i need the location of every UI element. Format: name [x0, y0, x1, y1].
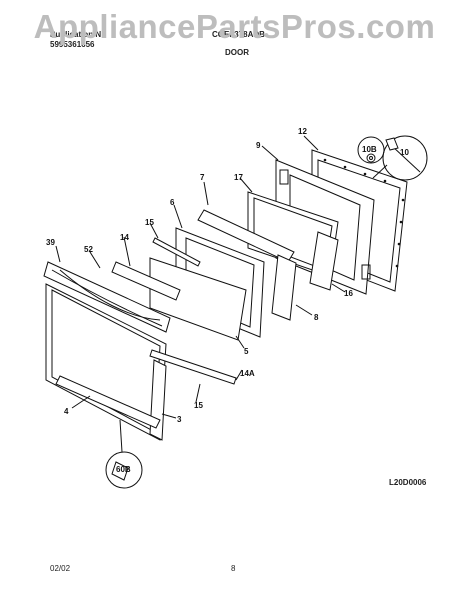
- callout-17: 17: [234, 173, 243, 182]
- model-number: CGEF378ADB: [212, 30, 265, 39]
- section-title: DOOR: [225, 48, 249, 57]
- door-gasket-top: [152, 237, 201, 267]
- callout-14: 14: [120, 233, 129, 242]
- watermark: AppliancePartsPros.com: [33, 8, 436, 45]
- lower-strip: [149, 349, 237, 385]
- publication-number: 5995361656: [50, 40, 95, 49]
- insulation-pad: [197, 209, 297, 321]
- callout-6: 6: [170, 198, 175, 207]
- callout-15-top: 15: [145, 218, 154, 227]
- callout-10B: 10B: [362, 145, 377, 154]
- publication-label: Publication N: [50, 30, 102, 39]
- callout-9: 9: [256, 141, 261, 150]
- callout-14A: 14A: [240, 369, 255, 378]
- washer: [357, 136, 385, 164]
- callout-3: 3: [177, 415, 182, 424]
- callout-8: 8: [314, 313, 319, 322]
- door-handle: [43, 261, 171, 333]
- callout-4: 4: [64, 407, 69, 416]
- diagram-code: L20D0006: [389, 478, 427, 487]
- footer-date: 02/02: [50, 564, 71, 573]
- callout-60B: 60B: [116, 465, 131, 474]
- screw-60B: [105, 419, 143, 489]
- door-baffle: [111, 261, 181, 301]
- leader-lines: [55, 135, 346, 419]
- callout-5: 5: [244, 347, 249, 356]
- bottom-trim: [55, 375, 161, 429]
- door-screw: [372, 135, 428, 181]
- callout-52: 52: [84, 245, 93, 254]
- inner-glass: [149, 257, 247, 341]
- callout-12: 12: [298, 127, 307, 136]
- callout-10: 10: [400, 148, 409, 157]
- callout-7: 7: [200, 173, 205, 182]
- callout-16: 16: [344, 289, 353, 298]
- glass-panel: [309, 231, 339, 291]
- callout-39: 39: [46, 238, 55, 247]
- footer-page: 8: [231, 564, 236, 573]
- callout-15-bottom: 15: [194, 401, 203, 410]
